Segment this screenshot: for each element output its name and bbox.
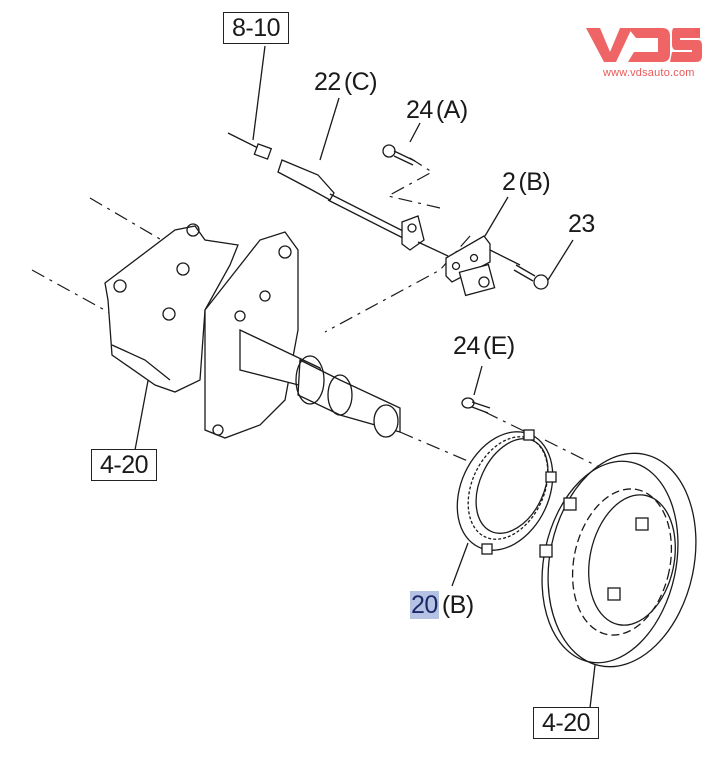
leader-4-20-left (134, 369, 151, 451)
axle-spindle (239, 328, 401, 438)
callout-22c[interactable]: 22(C) (314, 68, 378, 96)
bolt-23 (489, 249, 549, 290)
callout-number-highlighted: 20 (410, 591, 439, 619)
bolt-24a (382, 144, 416, 166)
cable-bracket (401, 215, 425, 251)
callout-24a[interactable]: 24(A) (406, 98, 468, 123)
leader-8-10 (252, 45, 266, 141)
leader-22c (319, 97, 340, 161)
callout-number: 23 (568, 210, 595, 238)
callout-suffix: (E) (482, 332, 515, 360)
callout-number: 24 (453, 332, 480, 360)
callout-8-10[interactable]: 8-10 (223, 12, 290, 44)
callout-suffix: (A) (435, 96, 468, 124)
callout-23[interactable]: 23 (568, 212, 595, 237)
callout-number: 22 (314, 68, 341, 96)
callout-4-20-right[interactable]: 4-20 (533, 707, 600, 739)
leader-23 (547, 239, 574, 281)
leader-24a (409, 122, 421, 143)
callout-suffix: (B) (518, 168, 551, 196)
brake-rotor (539, 452, 697, 668)
logo-url: www.vdsauto.com (603, 67, 695, 79)
callout-number: 2 (502, 168, 516, 196)
callout-suffix: (B) (441, 591, 474, 619)
sensor-ring-20b (456, 429, 557, 555)
leader-20b (451, 542, 469, 587)
leader-2b (484, 196, 509, 237)
callout-24e[interactable]: 24(E) (453, 334, 515, 359)
bolt-24e (461, 397, 491, 414)
axle-housing (104, 223, 239, 393)
bracket-2b (445, 235, 496, 297)
registered-mark: ® (694, 27, 700, 36)
cable-end-block (253, 143, 273, 160)
assembly-lines (31, 157, 606, 471)
callout-number: 24 (406, 96, 433, 124)
callout-2b[interactable]: 2(B) (502, 168, 551, 196)
callout-20b[interactable]: 20(B) (410, 591, 474, 619)
cable-assembly (227, 132, 449, 257)
leader-lines (134, 45, 598, 709)
cable-boot (277, 159, 335, 201)
vds-logo (586, 28, 702, 62)
callout-suffix: (C) (343, 68, 378, 96)
leader-24e (473, 365, 483, 396)
callout-4-20-left[interactable]: 4-20 (91, 449, 158, 481)
